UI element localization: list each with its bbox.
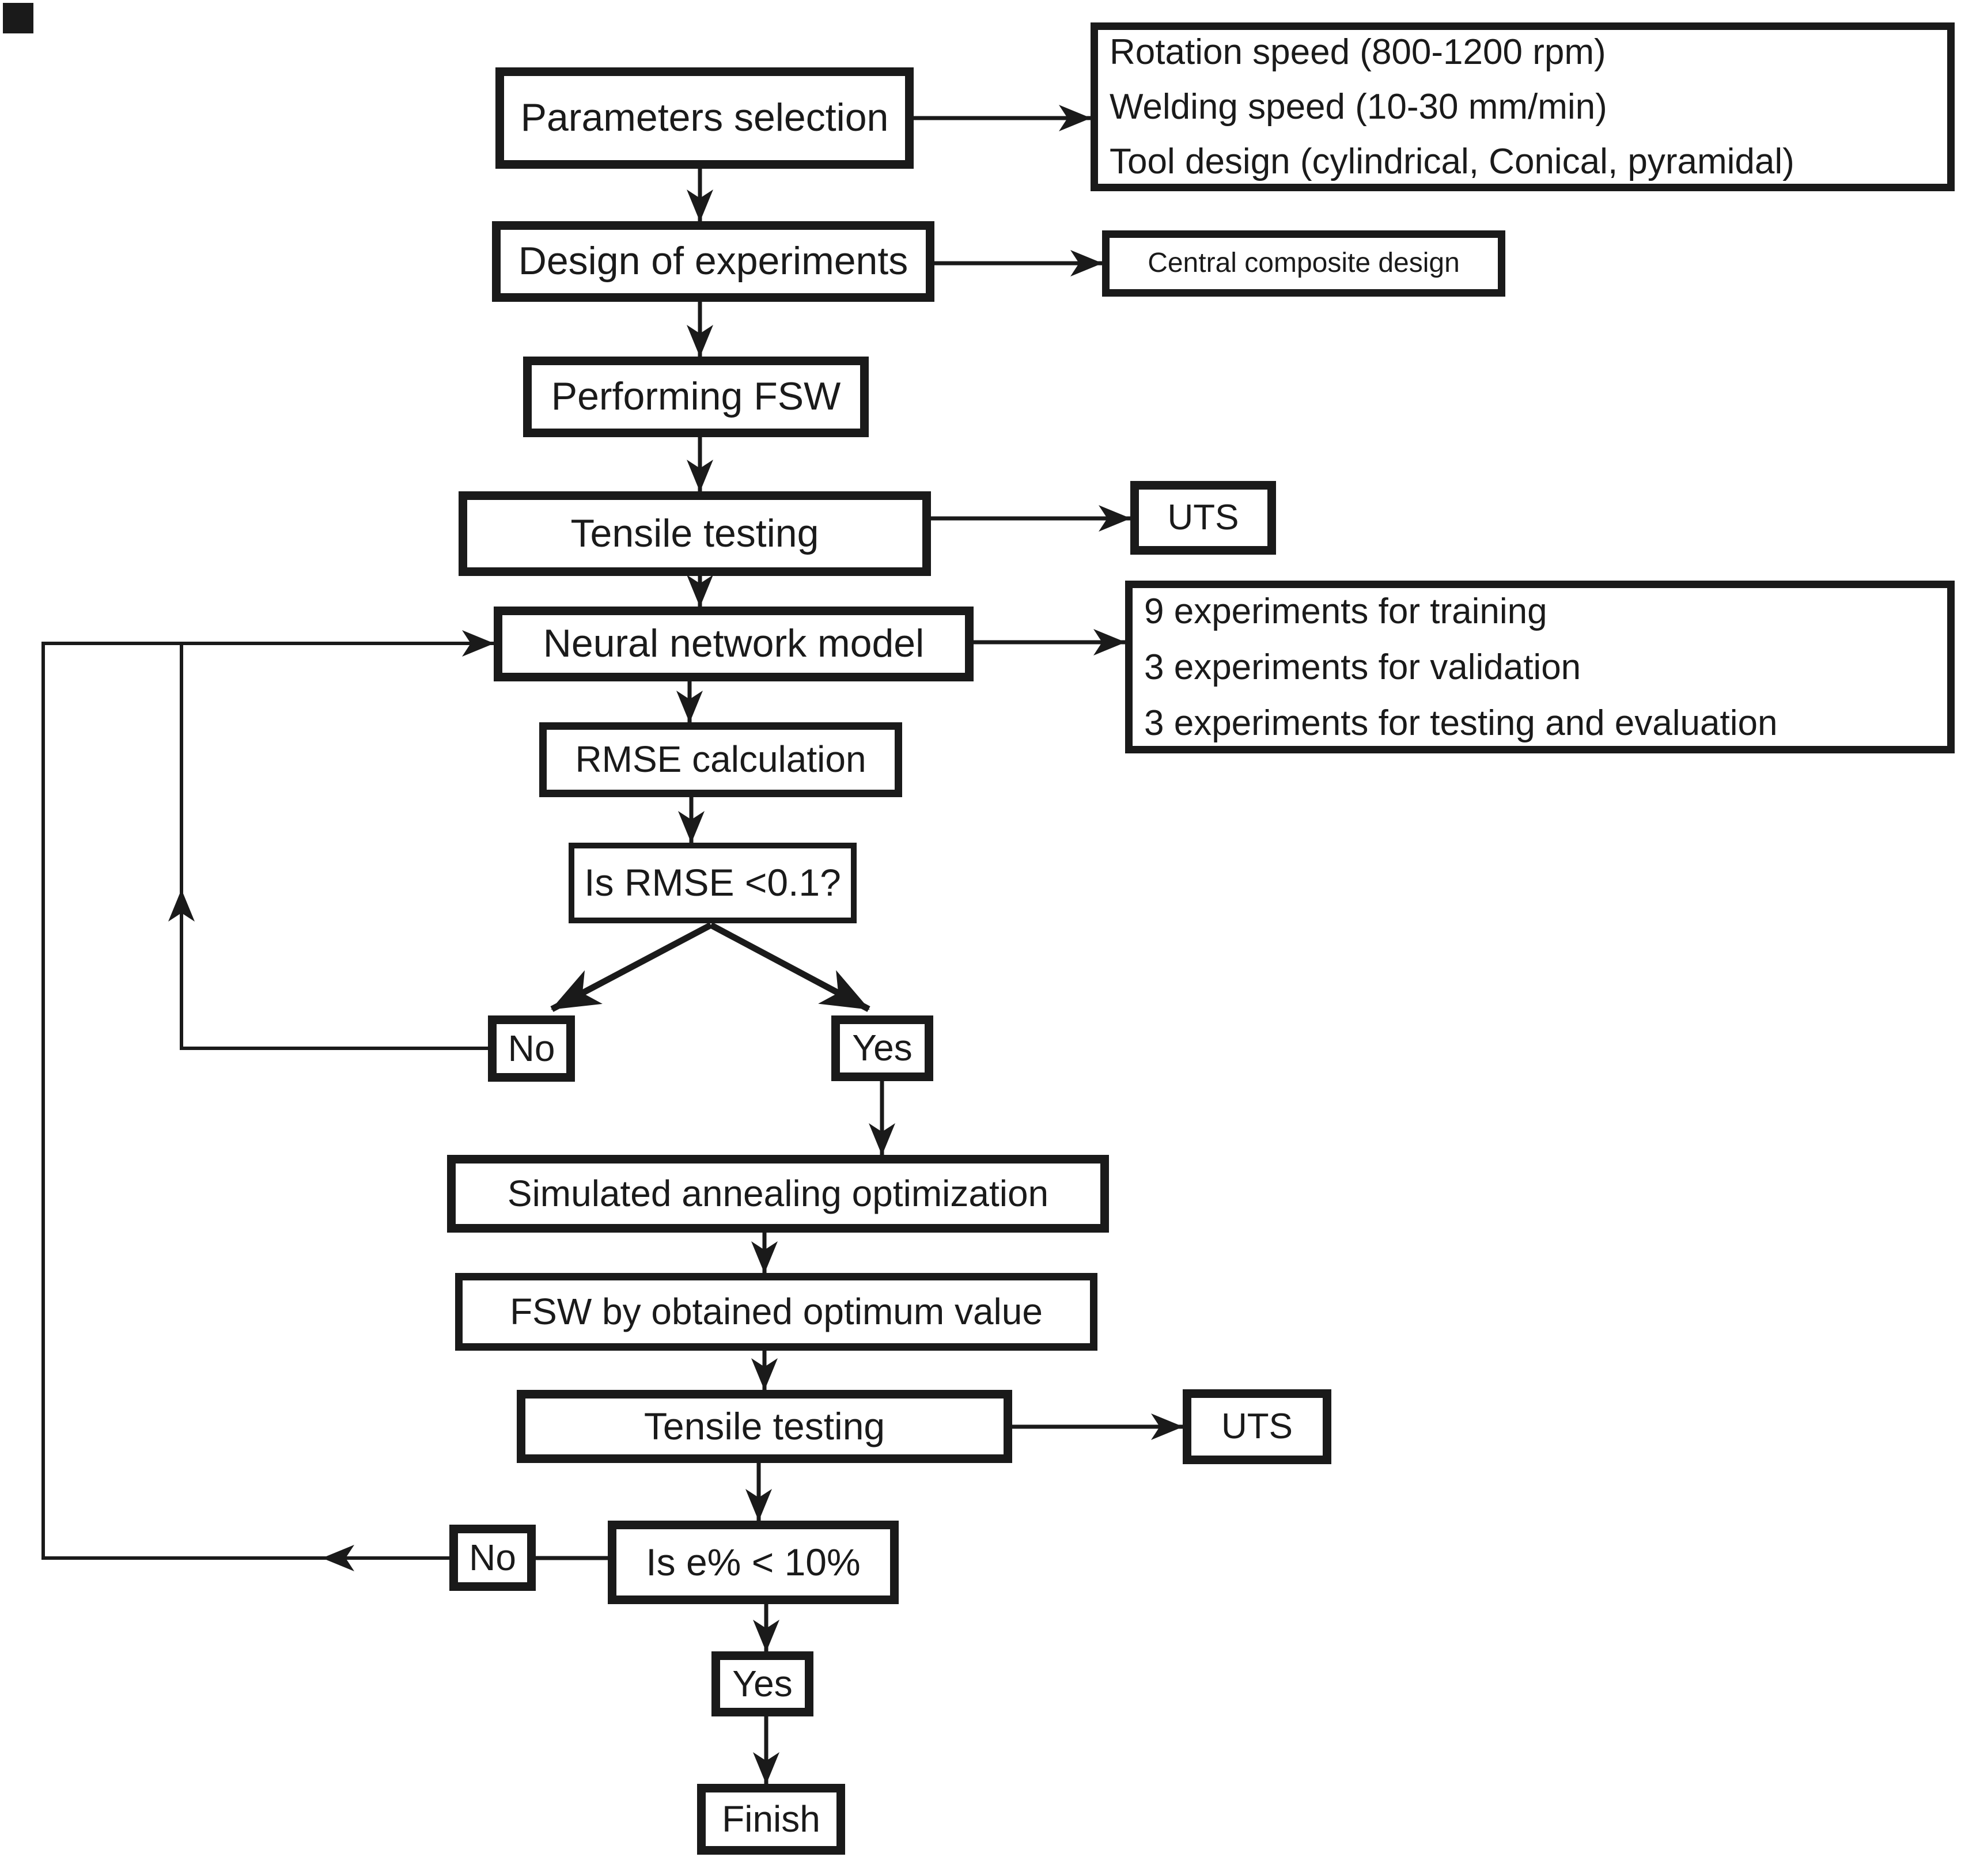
node-no-error-branch: No [449,1525,536,1591]
node-label: UTS [1167,498,1239,538]
node-label: Design of experiments [518,239,908,283]
node-experiments-detail: 9 experiments for training 3 experiments… [1125,581,1955,753]
node-design-of-experiments: Design of experiments [492,221,934,302]
node-no-rmse-branch: No [488,1015,575,1082]
node-parameters-detail: Rotation speed (800-1200 rpm) Welding sp… [1091,22,1955,191]
node-label: Neural network model [543,621,925,666]
node-label: UTS [1221,1407,1293,1447]
node-neural-network-model: Neural network model [494,607,974,681]
detail-line: 3 experiments for testing and evaluation [1144,703,1778,743]
node-yes-error-branch: Yes [711,1651,813,1716]
node-label: Parameters selection [520,96,889,140]
loop-no2-to-nn [41,630,494,1560]
node-uts-2: UTS [1183,1389,1331,1464]
node-yes-rmse-branch: Yes [831,1015,933,1081]
node-simulated-annealing: Simulated annealing optimization [447,1155,1109,1233]
node-label: Yes [852,1027,913,1069]
node-parameters-selection: Parameters selection [495,67,914,169]
node-decision-is-error: Is e% < 10% [608,1521,899,1604]
node-label: FSW by obtained optimum value [510,1290,1043,1332]
node-label: Simulated annealing optimization [507,1172,1049,1214]
detail-line: 3 experiments for validation [1144,647,1581,687]
node-tensile-testing-1: Tensile testing [459,491,931,576]
node-label: No [508,1027,555,1069]
node-central-composite-design: Central composite design [1102,230,1505,297]
loop-no1-to-nn [180,643,488,1050]
node-finish: Finish [697,1784,845,1855]
detail-line: Tool design (cylindrical, Conical, pyram… [1110,142,1795,181]
node-label: Tensile testing [643,1404,885,1447]
arrow-isrmse-to-no1 [550,922,713,1012]
detail-line: 9 experiments for training [1144,591,1547,631]
node-decision-is-rmse: Is RMSE <0.1? [569,843,857,923]
detail-line: Rotation speed (800-1200 rpm) [1110,32,1606,72]
node-tensile-testing-2: Tensile testing [517,1390,1012,1463]
node-label: Is e% < 10% [646,1540,861,1583]
detail-line: Welding speed (10-30 mm/min) [1110,87,1607,127]
node-label: Yes [732,1662,793,1704]
node-rmse-calculation: RMSE calculation [539,722,902,797]
arrow-isrmse-to-yes1 [709,922,870,1012]
node-label: RMSE calculation [575,738,866,780]
node-fsw-optimum-value: FSW by obtained optimum value [455,1273,1097,1351]
node-label: Central composite design [1148,248,1460,279]
node-label: Tensile testing [570,511,819,555]
node-uts-1: UTS [1130,481,1276,555]
node-label: No [469,1536,516,1578]
corner-mark [3,3,33,33]
node-label: Is RMSE <0.1? [584,861,841,904]
node-label: Finish [722,1798,820,1840]
node-label: Performing FSW [551,374,841,419]
node-performing-fsw: Performing FSW [523,357,869,437]
